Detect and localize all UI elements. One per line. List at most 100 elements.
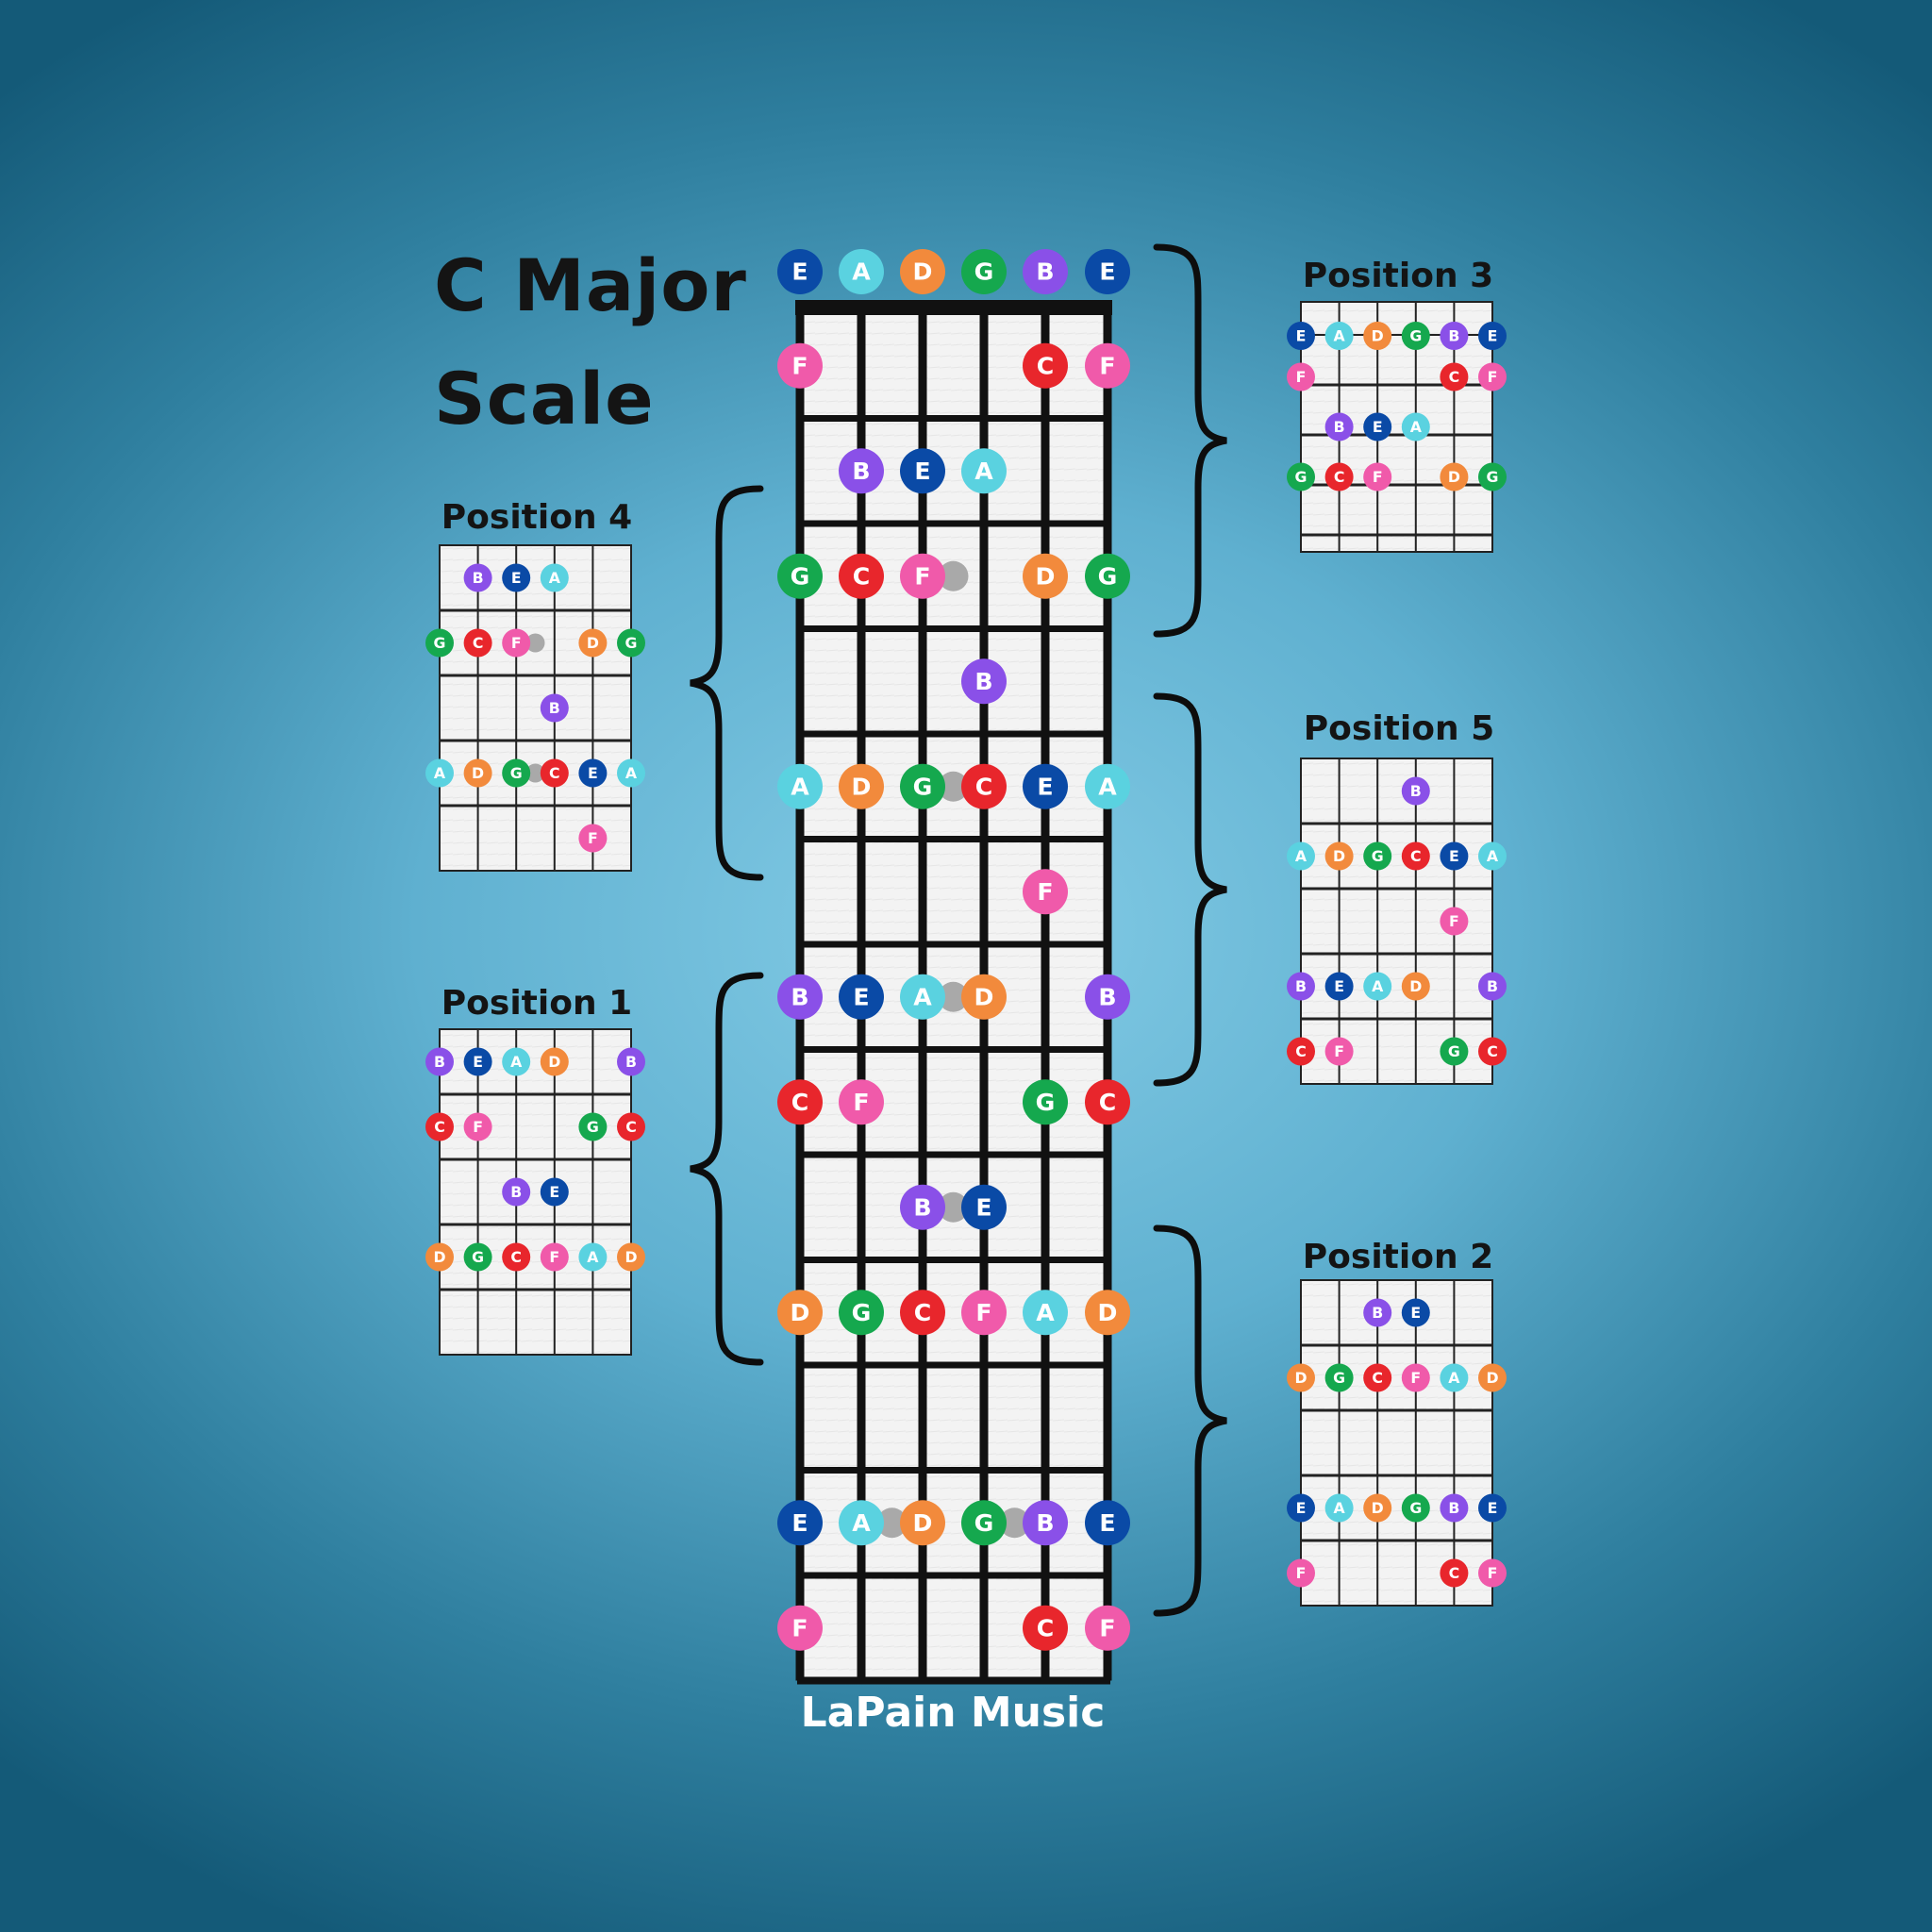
note-label: E [1099,258,1115,286]
note-label: E [1296,326,1307,344]
note-label: A [587,1248,599,1266]
note-circle [1440,322,1469,350]
note-label: C [853,562,871,590]
position-4-note-F: F [502,628,531,658]
position-1-note-C: C [425,1112,454,1141]
note-circle [1085,342,1130,389]
brace [1153,692,1227,1087]
note-label: C [1449,1564,1460,1582]
position-2-note-G: G [1324,1363,1354,1392]
note-circle [1440,1037,1469,1066]
note-label: E [1334,977,1344,995]
note-label: C [1449,368,1460,386]
fret-note-B: B [839,448,884,494]
note-label: G [587,1118,599,1136]
note-circle [1401,972,1430,1001]
note-circle [839,1500,884,1546]
note-label: C [1037,1614,1055,1641]
note-label: B [510,1183,522,1201]
note-label: G [852,1299,872,1326]
position-3-note-E: E [1363,412,1392,441]
position-3-note-G: G [1287,462,1315,491]
note-circle [1478,322,1507,350]
note-label: D [548,1053,560,1071]
position-2-note-A: A [1440,1363,1469,1392]
note-circle [900,1290,945,1336]
note-circle [900,448,945,494]
note-circle [1363,322,1392,350]
note-circle [1478,1493,1507,1523]
board-surface [1300,758,1493,1085]
note-label: A [1448,1369,1460,1387]
note-label: D [433,1248,445,1266]
note-label: G [1409,1499,1422,1517]
note-circle [540,563,569,592]
note-circle [1478,462,1507,491]
note-circle [617,1112,645,1141]
fret-note-D: D [1085,1290,1130,1336]
note-circle [839,763,884,809]
note-circle [502,1177,531,1207]
note-label: E [791,1509,808,1537]
position-1-note-B: B [617,1047,645,1076]
note-label: G [791,562,810,590]
position-4-note-F: F [578,824,608,853]
position-4-note-B: B [540,693,569,723]
muted-dot [999,1507,1030,1539]
note-circle [578,628,608,658]
muted-dot [525,633,545,653]
note-circle [540,758,569,788]
position-4-note-A: A [425,758,454,788]
note-circle [1085,1079,1130,1125]
note-circle [777,763,823,809]
note-circle [900,1184,945,1230]
note-circle [1478,841,1507,871]
note-label: B [434,1053,445,1071]
position-5-note-F: F [1324,1037,1354,1066]
note-circle [961,974,1007,1020]
note-label: G [625,634,638,652]
fret-note-F: F [777,342,823,389]
note-circle [1478,362,1507,391]
note-label: E [1037,773,1053,800]
note-label: B [1372,1304,1383,1322]
fret-note-E: E [1085,1500,1130,1546]
fret-note-D: D [1023,553,1068,599]
position-5-title: Position 5 [1303,709,1495,748]
note-label: C [625,1118,637,1136]
note-circle [1287,462,1315,491]
note-circle [1287,972,1315,1001]
note-circle [961,448,1007,494]
fret-note-C: C [839,553,884,599]
note-circle [1287,322,1315,350]
fret-note-F: F [900,553,945,599]
note-label: B [1334,418,1345,436]
note-label: D [472,764,484,782]
note-label: E [511,569,522,587]
position-4-note-D: D [463,758,492,788]
position-2-note-C: C [1363,1363,1392,1392]
note-label: G [1487,468,1499,486]
note-circle [1287,1558,1315,1588]
fret-note-A: A [839,1500,884,1546]
position-2-note-B: B [1363,1298,1392,1327]
position-3-note-B: B [1440,322,1469,350]
fret-note-E: E [1023,763,1068,809]
position-2-title: Position 2 [1302,1238,1494,1276]
note-label: F [1410,1369,1421,1387]
note-label: E [549,1183,559,1201]
position-4-note-G: G [617,628,645,658]
note-circle [900,1500,945,1546]
brace [1153,1224,1227,1617]
note-label: D [1098,1299,1118,1326]
note-label: G [1295,468,1307,486]
note-circle [578,1112,608,1141]
fret-note-A: A [900,974,945,1020]
note-label: B [1098,983,1116,1010]
position-5-note-G: G [1363,841,1392,871]
note-circle [1363,1363,1392,1392]
note-circle [425,1047,454,1076]
position-3-note-C: C [1324,462,1354,491]
position-5-note-G: G [1440,1037,1469,1066]
